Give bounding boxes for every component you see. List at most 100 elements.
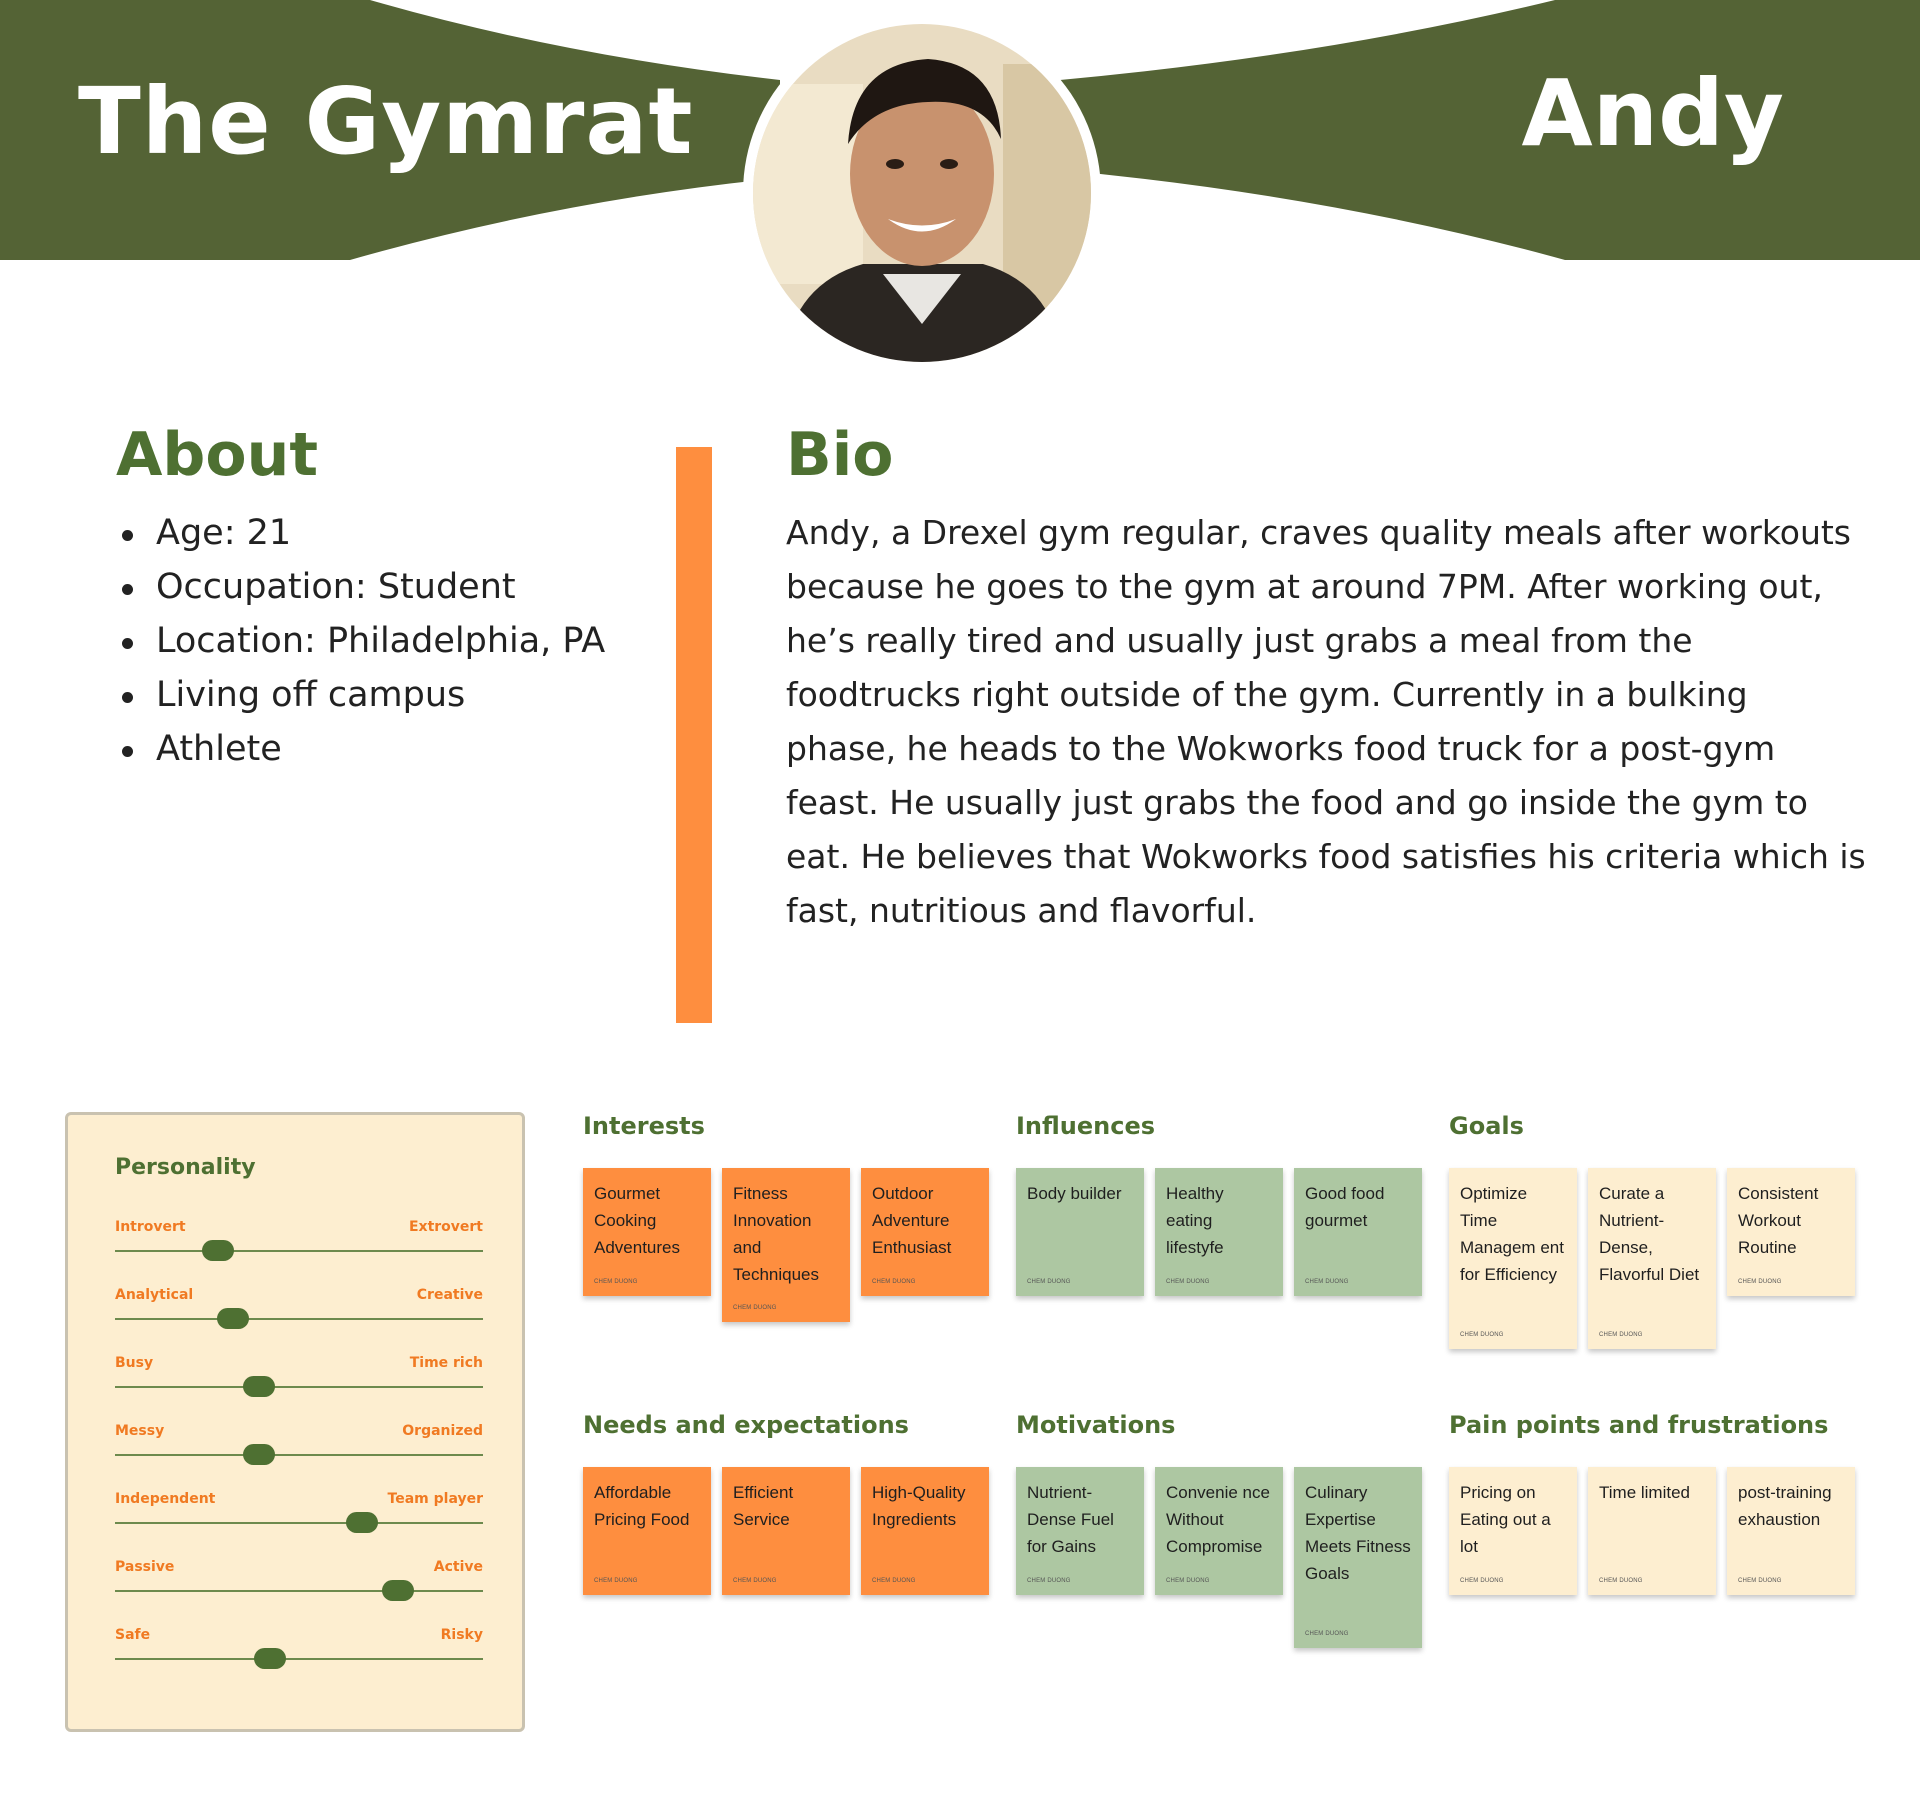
note-text: Pricing on Eating out a lot [1460, 1483, 1551, 1556]
trait-busy-timerich: Busy Time rich [115, 1355, 483, 1405]
note-text: Culinary Expertise Meets Fitness Goals [1305, 1483, 1411, 1583]
note-author: CHEM DUONG [594, 1578, 638, 1584]
note-text: Outdoor Adventure Enthusiast [872, 1184, 952, 1257]
trait-slider-knob [216, 1308, 249, 1329]
trait-slider-knob [345, 1512, 378, 1533]
trait-left-label: Messy [115, 1423, 165, 1439]
goals-note: Optimize Time Managem ent for Efficiency… [1449, 1168, 1577, 1349]
note-author: CHEM DUONG [1027, 1578, 1071, 1584]
motivations-note: Nutrient-Dense Fuel for Gains CHEM DUONG [1016, 1467, 1144, 1595]
note-author: CHEM DUONG [1460, 1578, 1504, 1584]
note-author: CHEM DUONG [1738, 1279, 1782, 1285]
trait-independent-teamplayer: Independent Team player [115, 1491, 483, 1541]
trait-left-label: Passive [115, 1559, 175, 1575]
trait-right-label: Active [433, 1559, 483, 1575]
trait-introvert-extrovert: Introvert Extrovert [115, 1219, 483, 1269]
trait-right-label: Extrovert [408, 1219, 483, 1235]
trait-slider-knob [242, 1444, 275, 1465]
avatar [743, 14, 1101, 372]
bio-title: Bio [786, 420, 894, 490]
trait-left-label: Analytical [115, 1287, 194, 1303]
note-author: CHEM DUONG [733, 1578, 777, 1584]
about-item-age: Age: 21 [116, 506, 605, 560]
trait-slider-track [115, 1522, 483, 1524]
trait-slider-track [115, 1590, 483, 1592]
note-text: post-training exhaustion [1738, 1483, 1832, 1529]
note-author: CHEM DUONG [1305, 1279, 1349, 1285]
about-item-occupation: Occupation: Student [116, 560, 605, 614]
trait-slider-track [115, 1658, 483, 1660]
influences-note: Body builder CHEM DUONG [1016, 1168, 1144, 1296]
goals-title: Goals [1449, 1112, 1524, 1140]
header-banner [0, 0, 1920, 260]
note-text: Consistent Workout Routine [1738, 1184, 1819, 1257]
about-title: About [116, 420, 319, 490]
note-author: CHEM DUONG [1738, 1578, 1782, 1584]
note-text: Good food gourmet [1305, 1184, 1385, 1230]
section-divider [676, 447, 712, 1023]
trait-right-label: Risky [440, 1627, 483, 1643]
pain-points-note: post-training exhaustion CHEM DUONG [1727, 1467, 1855, 1595]
trait-slider-track [115, 1318, 483, 1320]
trait-slider-knob [253, 1648, 286, 1669]
note-author: CHEM DUONG [1166, 1279, 1210, 1285]
note-author: CHEM DUONG [1305, 1631, 1349, 1637]
trait-slider-track [115, 1454, 483, 1456]
goals-note: Consistent Workout Routine CHEM DUONG [1727, 1168, 1855, 1296]
note-text: Body builder [1027, 1184, 1122, 1203]
note-text: Affordable Pricing Food [594, 1483, 690, 1529]
trait-slider-track [115, 1386, 483, 1388]
note-text: Nutrient-Dense Fuel for Gains [1027, 1483, 1114, 1556]
motivations-title: Motivations [1016, 1411, 1176, 1439]
needs-note: Affordable Pricing Food CHEM DUONG [583, 1467, 711, 1595]
trait-slider-track [115, 1250, 483, 1252]
note-text: Healthy eating lifestyfe [1166, 1184, 1224, 1257]
trait-left-label: Busy [115, 1355, 154, 1371]
note-author: CHEM DUONG [1599, 1332, 1643, 1338]
personality-card: Personality Introvert Extrovert Analytic… [65, 1112, 525, 1732]
note-text: Time limited [1599, 1483, 1690, 1502]
note-author: CHEM DUONG [872, 1279, 916, 1285]
note-author: CHEM DUONG [1027, 1279, 1071, 1285]
pain-points-note: Pricing on Eating out a lot CHEM DUONG [1449, 1467, 1577, 1595]
motivations-note: Culinary Expertise Meets Fitness Goals C… [1294, 1467, 1422, 1648]
note-text: Gourmet Cooking Adventures [594, 1184, 680, 1257]
goals-note: Curate a Nutrient-Dense, Flavorful Diet … [1588, 1168, 1716, 1349]
motivations-note: Convenie nce Without Compromise CHEM DUO… [1155, 1467, 1283, 1595]
note-author: CHEM DUONG [1460, 1332, 1504, 1338]
personality-title: Personality [115, 1155, 256, 1180]
influences-title: Influences [1016, 1112, 1156, 1140]
trait-safe-risky: Safe Risky [115, 1627, 483, 1677]
trait-messy-organized: Messy Organized [115, 1423, 483, 1473]
trait-left-label: Introvert [115, 1219, 186, 1235]
pain-points-title: Pain points and frustrations [1449, 1411, 1829, 1439]
trait-right-label: Time rich [409, 1355, 483, 1371]
trait-passive-active: Passive Active [115, 1559, 483, 1609]
note-text: Convenie nce Without Compromise [1166, 1483, 1270, 1556]
interests-note: Gourmet Cooking Adventures CHEM DUONG [583, 1168, 711, 1296]
note-text: Efficient Service [733, 1483, 794, 1529]
note-author: CHEM DUONG [1166, 1578, 1210, 1584]
interests-note: Outdoor Adventure Enthusiast CHEM DUONG [861, 1168, 989, 1296]
interests-note: Fitness Innovation and Techniques CHEM D… [722, 1168, 850, 1322]
trait-right-label: Team player [387, 1491, 483, 1507]
bio-text: Andy, a Drexel gym regular, craves quali… [786, 513, 1866, 930]
about-item-location: Location: Philadelphia, PA [116, 614, 605, 668]
note-author: CHEM DUONG [872, 1578, 916, 1584]
note-text: Fitness Innovation and Techniques [733, 1184, 820, 1284]
interests-title: Interests [583, 1112, 705, 1140]
persona-name: Andy [1521, 60, 1784, 167]
trait-slider-knob [242, 1376, 275, 1397]
trait-slider-knob [202, 1240, 235, 1261]
note-author: CHEM DUONG [1599, 1578, 1643, 1584]
trait-left-label: Independent [115, 1491, 216, 1507]
pain-points-note: Time limited CHEM DUONG [1588, 1467, 1716, 1595]
persona-type-title: The Gymrat [78, 68, 694, 175]
avatar-photo [753, 24, 1091, 362]
needs-title: Needs and expectations [583, 1411, 909, 1439]
trait-right-label: Organized [402, 1423, 483, 1439]
trait-analytical-creative: Analytical Creative [115, 1287, 483, 1337]
trait-right-label: Creative [416, 1287, 483, 1303]
trait-slider-knob [382, 1580, 415, 1601]
needs-note: Efficient Service CHEM DUONG [722, 1467, 850, 1595]
